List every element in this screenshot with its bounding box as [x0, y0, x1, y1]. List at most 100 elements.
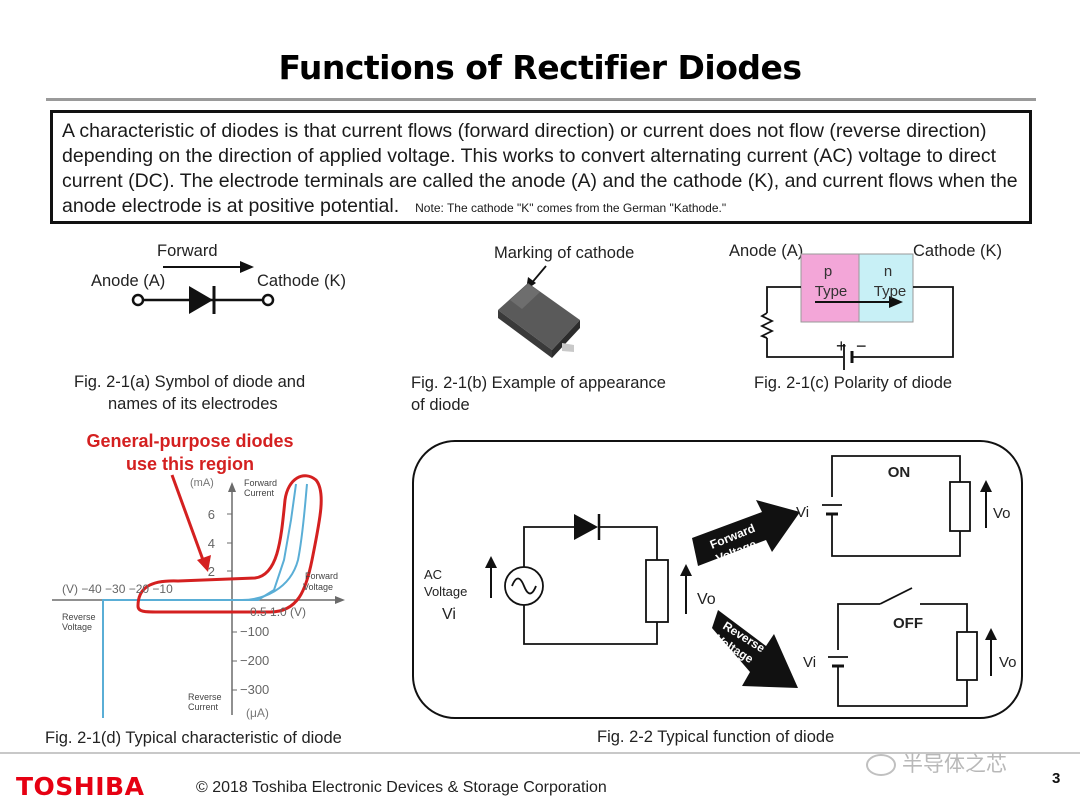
vi-arrow-head: [485, 556, 497, 568]
reverse-voltage-arrow: [712, 610, 798, 688]
page-number: 3: [1052, 770, 1061, 787]
page-title: Functions of Rectifier Diodes: [278, 48, 802, 87]
output-wire-top: [599, 526, 658, 560]
characteristic-curve-2: [241, 483, 308, 601]
x-axis-arrow: [335, 596, 345, 604]
forward-voltage-arrow: [692, 500, 800, 566]
load-resistor: [645, 559, 669, 623]
y-tick-label-2: 2: [208, 564, 215, 579]
fig-a-caption-2: names of its electrodes: [108, 395, 278, 413]
on-vi-label: Vi: [796, 504, 809, 521]
package-side: [498, 310, 552, 358]
cathode-band: [510, 284, 540, 309]
y-tick-label-n200: −200: [240, 653, 269, 668]
y-tick-label-6: 6: [208, 507, 215, 522]
current-arrow-head: [889, 296, 903, 308]
footer-divider: [0, 752, 1080, 754]
fig-b-caption-2: of diode: [411, 396, 470, 414]
vo-arrow-head: [680, 564, 692, 576]
vi-label: Vi: [442, 606, 456, 623]
diode-triangle: [189, 286, 213, 314]
on-circuit-bottom: [831, 514, 961, 557]
title-divider: [46, 98, 1036, 101]
ac-label-1: AC: [424, 567, 442, 582]
battery-minus: −: [856, 336, 867, 356]
reverse-current-label-2: Current: [188, 702, 219, 712]
n-region: [858, 253, 914, 323]
forward-voltage-label-2: Voltage: [303, 582, 333, 592]
callout-region-outline: [136, 474, 323, 614]
off-circuit-top-left: [837, 603, 880, 650]
x-tick-labels-left: (V) −40 −30 −20 −10: [62, 582, 173, 596]
ac-label-2: Voltage: [424, 584, 467, 599]
polarity-anode-label: Anode (A): [729, 242, 804, 260]
fig-2-2-caption: Fig. 2-2 Typical function of diode: [597, 728, 835, 746]
circuit-right: [852, 286, 954, 358]
forward-current-label-1: Forward: [244, 478, 277, 488]
p-label-1: p: [824, 263, 832, 280]
n-label-1: n: [884, 263, 892, 280]
y-tick-label-n300: −300: [240, 682, 269, 697]
callout-text-2: use this region: [126, 454, 254, 474]
forward-voltage-label-1: Forward: [305, 571, 338, 581]
n-label-2: Type: [874, 283, 907, 300]
p-label-2: Type: [815, 283, 848, 300]
intro-text: A characteristic of diodes is that curre…: [62, 120, 1018, 217]
unit-ma-label: (mA): [190, 477, 214, 489]
callout-arrow-line: [170, 474, 205, 561]
watermark: 半导体之芯: [866, 748, 1007, 778]
off-vi-label: Vi: [803, 654, 816, 671]
p-region: [800, 253, 860, 323]
off-vo-label: Vo: [999, 654, 1017, 671]
y-axis-arrow: [228, 482, 236, 492]
watermark-text: 半导体之芯: [902, 753, 1007, 776]
off-open-switch: [879, 587, 913, 605]
forward-arrow-head: [240, 261, 254, 273]
output-wire-bottom: [523, 605, 658, 645]
ac-wire-top: [523, 526, 574, 567]
toshiba-logo: TOSHIBA: [16, 772, 145, 801]
reverse-current-label-1: Reverse: [188, 692, 222, 702]
circuit-left-top: [766, 286, 801, 313]
y-tick-label-4: 4: [208, 536, 215, 551]
reverse-voltage-label-1: Reverse: [62, 612, 96, 622]
copyright-text: © 2018 Toshiba Electronic Devices & Stor…: [196, 779, 607, 796]
wechat-icon: [866, 754, 896, 777]
callout-text-1: General-purpose diodes: [86, 431, 293, 451]
off-circuit-bottom: [837, 666, 968, 707]
resistor-zigzag: [759, 312, 775, 339]
anode-label: Anode (A): [91, 272, 166, 290]
package-end: [552, 320, 580, 358]
x-tick-labels-right: 0.5 1.0 (V): [250, 605, 306, 619]
off-label: OFF: [893, 615, 923, 632]
fig-a-caption-1: Fig. 2-1(a) Symbol of diode and: [74, 373, 306, 391]
forward-current-label-2: Current: [244, 488, 275, 498]
on-vo-label: Vo: [993, 505, 1011, 522]
on-vo-arrow-head: [980, 480, 992, 492]
fig-2-2-frame: [412, 440, 1023, 719]
fig-c-caption: Fig. 2-1(c) Polarity of diode: [754, 374, 953, 392]
vo-label: Vo: [697, 591, 716, 608]
on-load-resistor: [949, 481, 971, 532]
fig-d-caption: Fig. 2-1(d) Typical characteristic of di…: [45, 729, 342, 747]
off-load-resistor: [956, 631, 978, 681]
unit-ua-label: (μA): [246, 706, 269, 720]
cathode-label: Cathode (K): [257, 272, 346, 290]
off-circuit-top-right: [920, 603, 968, 632]
on-label: ON: [888, 464, 911, 481]
circuit-bottom-left: [766, 338, 843, 358]
battery-plus: +: [836, 336, 847, 356]
intro-box: A characteristic of diodes is that curre…: [50, 110, 1032, 224]
off-vo-arrow-head: [985, 628, 997, 640]
input-diode-triangle: [574, 514, 598, 540]
package-lead: [562, 343, 574, 352]
polarity-cathode-label: Cathode (K): [913, 242, 1002, 260]
on-circuit-top: [831, 455, 961, 497]
sine-wave-icon: [511, 577, 537, 595]
y-tick-label-n100: −100: [240, 624, 269, 639]
